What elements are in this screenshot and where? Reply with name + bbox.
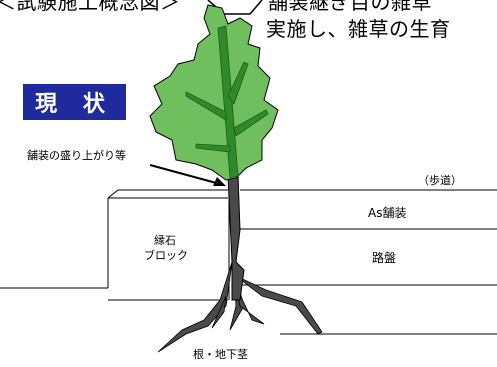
curb-block-label-line1: 縁石: [154, 234, 176, 247]
description-line-1: 舗装継ぎ目の雑草: [268, 0, 432, 14]
pavement-uplift-arrow-line: [149, 164, 221, 185]
roadbed-label: 路盤: [372, 251, 397, 265]
weed-stem: [227, 175, 245, 301]
leaf-veins: [185, 25, 269, 179]
pavement-uplift-arrowhead: [213, 177, 226, 186]
sidewalk-label: （歩道）: [418, 174, 462, 187]
weed-leaf: [149, 4, 279, 181]
as-pavement-label: As舗装: [368, 206, 407, 220]
curb-block-label-line2: ブロック: [144, 249, 188, 262]
description-line-2: 実施し、雑草の生育: [266, 17, 451, 41]
sidewalk-surface-line: [107, 189, 228, 199]
roots-rhizomes-label: 根・地下茎: [193, 348, 248, 361]
diagram-title: ＜試験施工概念図＞: [0, 0, 181, 14]
status-badge: 現 状: [23, 84, 126, 120]
pavement-uplift-label: 舗装の盛り上がり等: [27, 149, 126, 162]
